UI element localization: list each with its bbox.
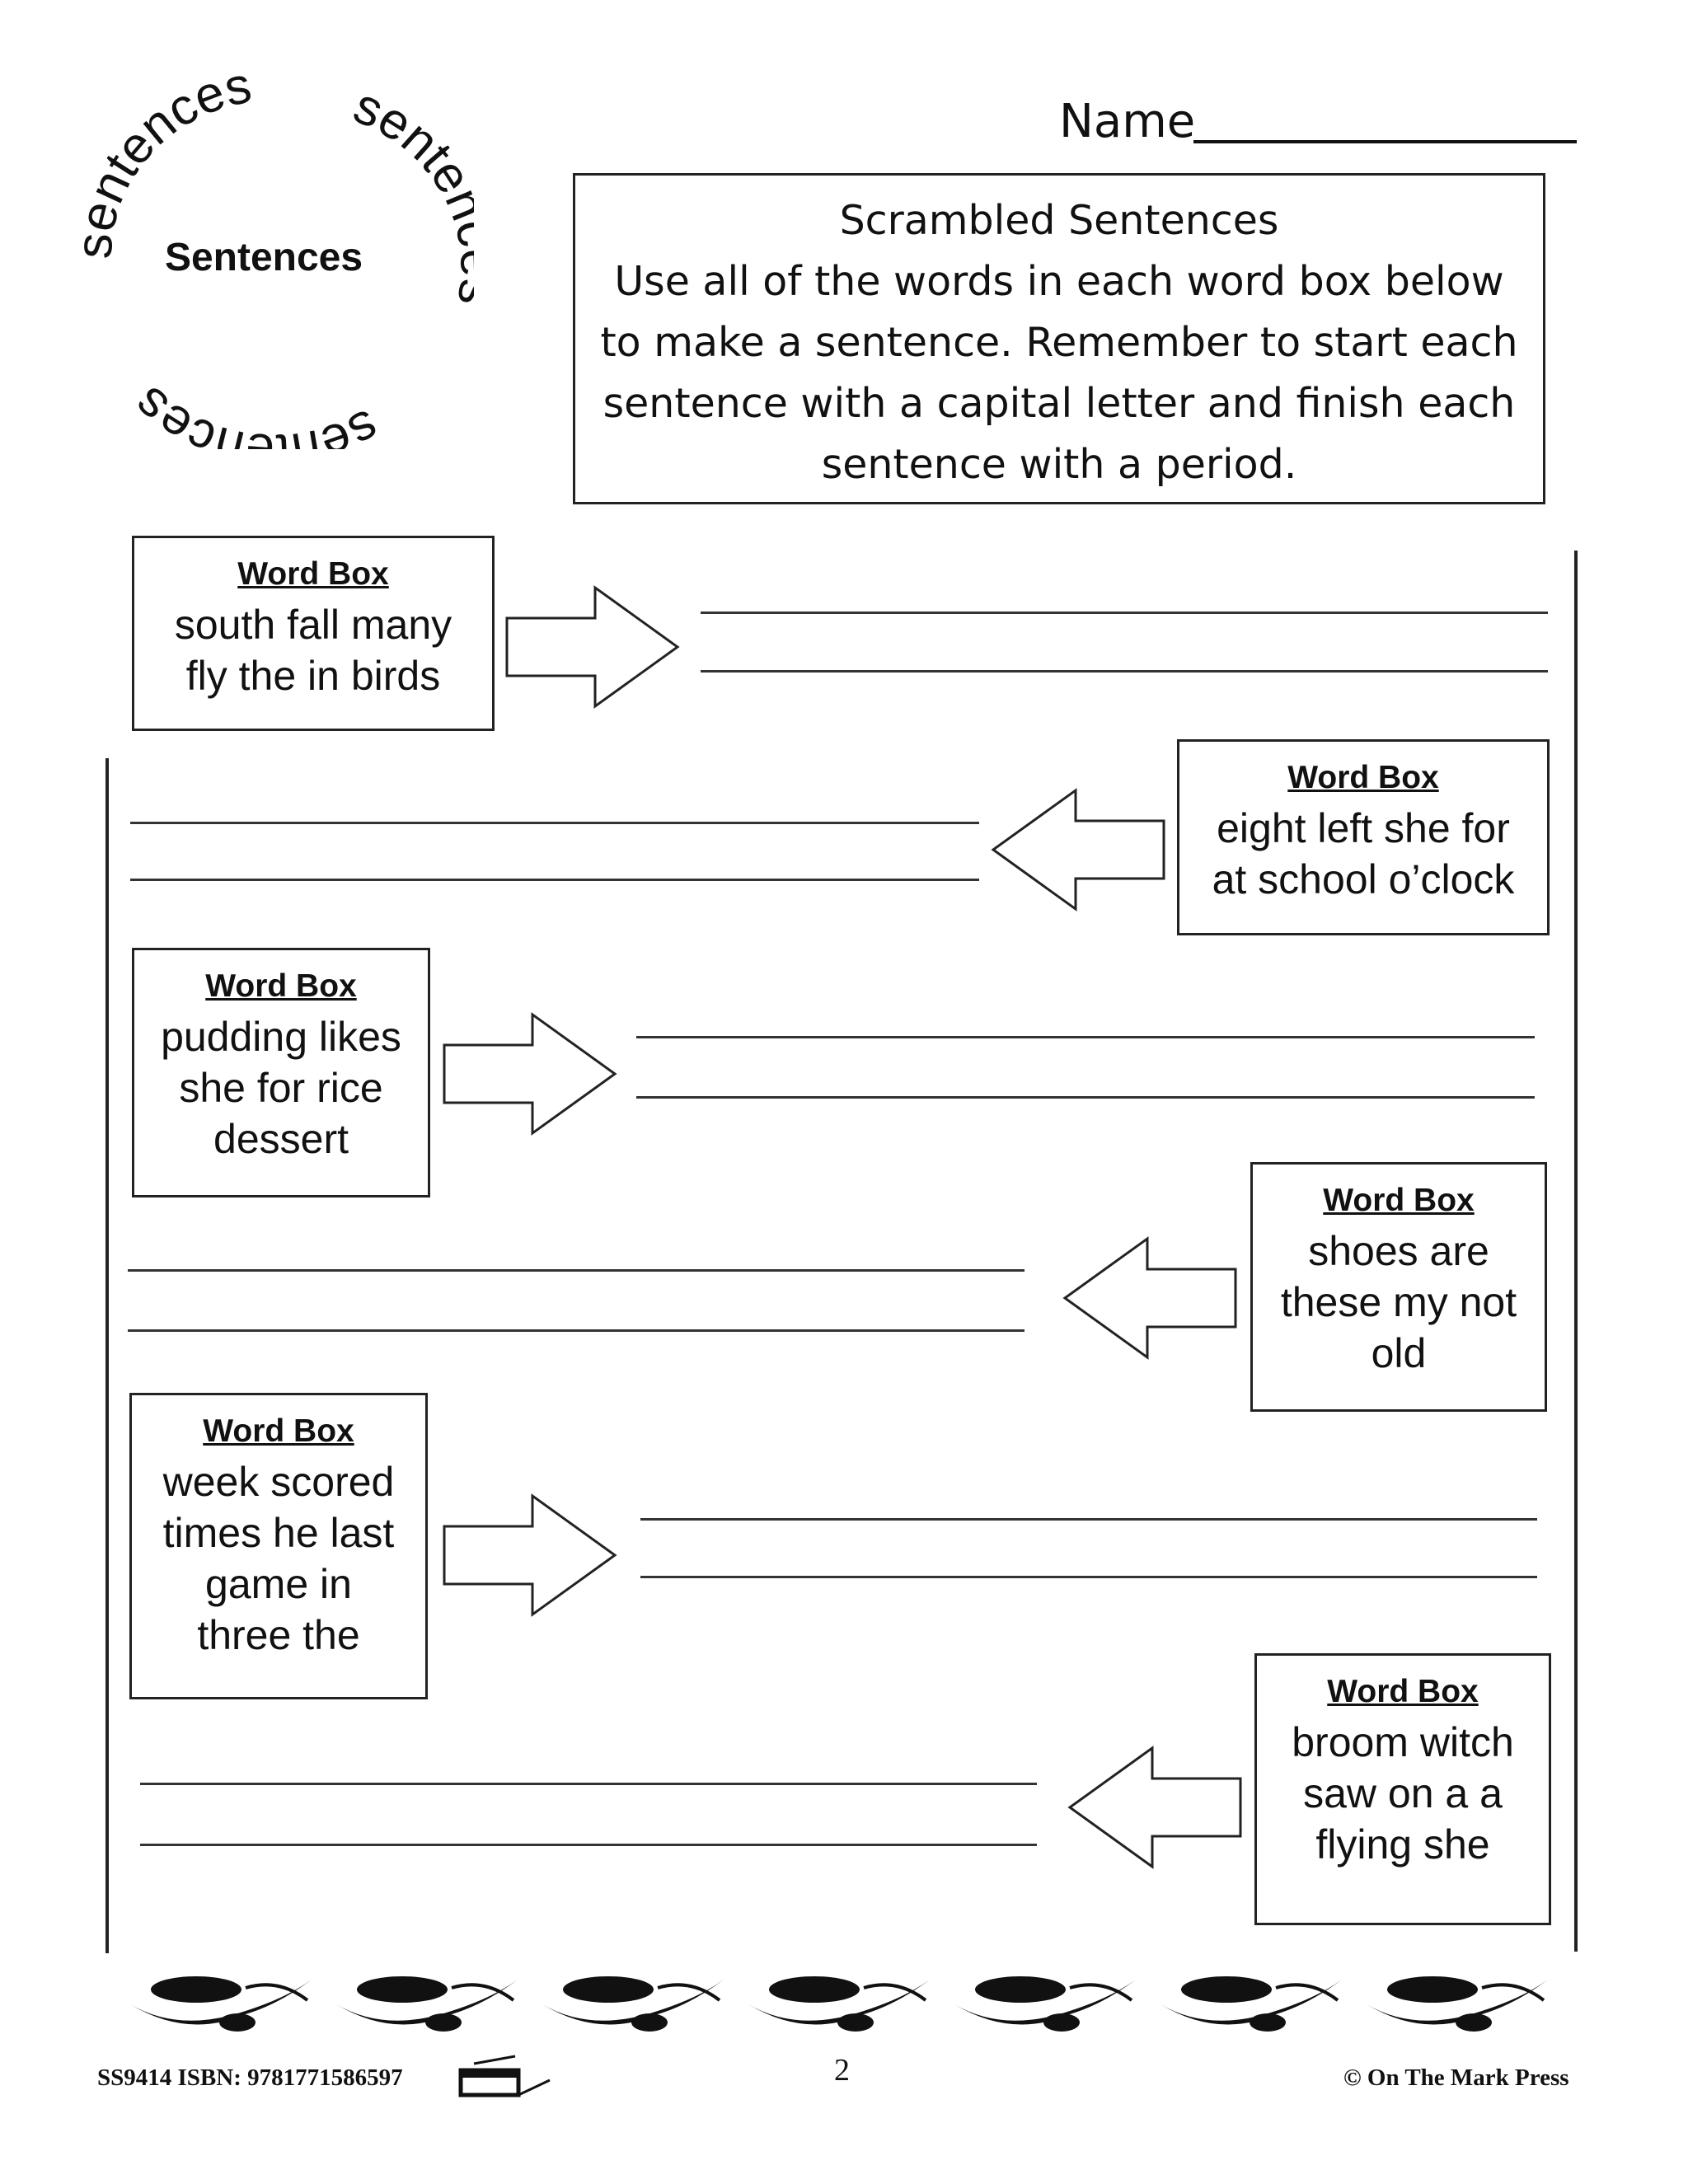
- instructions-box: Scrambled Sentences Use all of the words…: [573, 173, 1545, 504]
- right-margin-line: [1574, 551, 1578, 1952]
- answer-line-1b[interactable]: [701, 670, 1548, 673]
- page-number: 2: [834, 2053, 850, 2088]
- arrow-left-icon: [1067, 1746, 1242, 1869]
- instructions-body: Use all of the words in each word box be…: [600, 258, 1518, 488]
- word-box-words: shoes are these my not old: [1280, 1228, 1517, 1376]
- logo-arc-bottom: sentences: [122, 376, 388, 480]
- name-field-line[interactable]: [1193, 140, 1577, 143]
- svg-text:sentences: sentences: [122, 376, 388, 449]
- answer-line-1a[interactable]: [701, 612, 1548, 614]
- answer-line-6b[interactable]: [140, 1844, 1037, 1846]
- answer-line-4a[interactable]: [128, 1269, 1025, 1272]
- logo-arc-top: sentences: [65, 57, 256, 260]
- left-margin-line: [106, 758, 109, 1953]
- word-box-title: Word Box: [1327, 1674, 1479, 1709]
- word-box-title: Word Box: [1287, 760, 1439, 795]
- logo-center-label: Sentences: [165, 236, 363, 279]
- decorative-swirl-border: [130, 1976, 1548, 2032]
- word-box-2: Word Box eight left she for at school o’…: [1177, 739, 1550, 935]
- answer-line-2a[interactable]: [130, 822, 979, 824]
- footer-copyright: © On The Mark Press: [1343, 2064, 1569, 2091]
- word-box-3: Word Box pudding likes she for rice dess…: [132, 948, 430, 1197]
- svg-text:sentences: sentences: [346, 77, 474, 310]
- word-box-5: Word Box week scored times he last game …: [129, 1393, 428, 1699]
- name-label: Name: [1059, 95, 1196, 148]
- logo-arc-right: sentences: [346, 77, 507, 310]
- word-box-title: Word Box: [203, 1413, 354, 1449]
- word-box-words: south fall many fly the in birds: [174, 602, 452, 699]
- answer-line-3a[interactable]: [636, 1036, 1535, 1038]
- answer-line-3b[interactable]: [636, 1096, 1535, 1099]
- arrow-right-icon: [505, 585, 680, 709]
- word-box-6: Word Box broom witch saw on a a flying s…: [1254, 1653, 1551, 1925]
- arrow-right-icon: [443, 1012, 617, 1136]
- answer-line-4b[interactable]: [128, 1329, 1025, 1332]
- answer-line-6a[interactable]: [140, 1783, 1037, 1785]
- word-box-words: pudding likes she for rice dessert: [161, 1014, 401, 1162]
- word-box-1: Word Box south fall many fly the in bird…: [132, 536, 495, 731]
- answer-line-5a[interactable]: [640, 1518, 1537, 1521]
- word-box-title: Word Box: [237, 556, 389, 592]
- word-box-title: Word Box: [1323, 1183, 1475, 1218]
- answer-line-2b[interactable]: [130, 879, 979, 881]
- word-box-4: Word Box shoes are these my not old: [1250, 1162, 1547, 1412]
- arrow-left-icon: [991, 788, 1165, 912]
- footer-isbn: SS9414 ISBN: 9781771586597: [97, 2064, 403, 2091]
- answer-line-5b[interactable]: [640, 1576, 1537, 1578]
- arrow-left-icon: [1062, 1236, 1237, 1360]
- word-box-words: eight left she for at school o’clock: [1212, 805, 1515, 902]
- arrow-right-icon: [443, 1493, 617, 1617]
- instructions-title: Scrambled Sentences: [839, 197, 1279, 244]
- svg-text:sentences: sentences: [78, 70, 256, 260]
- word-box-words: week scored times he last game in three …: [162, 1459, 395, 1658]
- word-box-words: broom witch saw on a a flying she: [1292, 1719, 1514, 1868]
- sentences-logo: sentences sentences sentences Sentences: [65, 57, 507, 481]
- copier-icon: [458, 2055, 551, 2097]
- word-box-title: Word Box: [205, 968, 357, 1004]
